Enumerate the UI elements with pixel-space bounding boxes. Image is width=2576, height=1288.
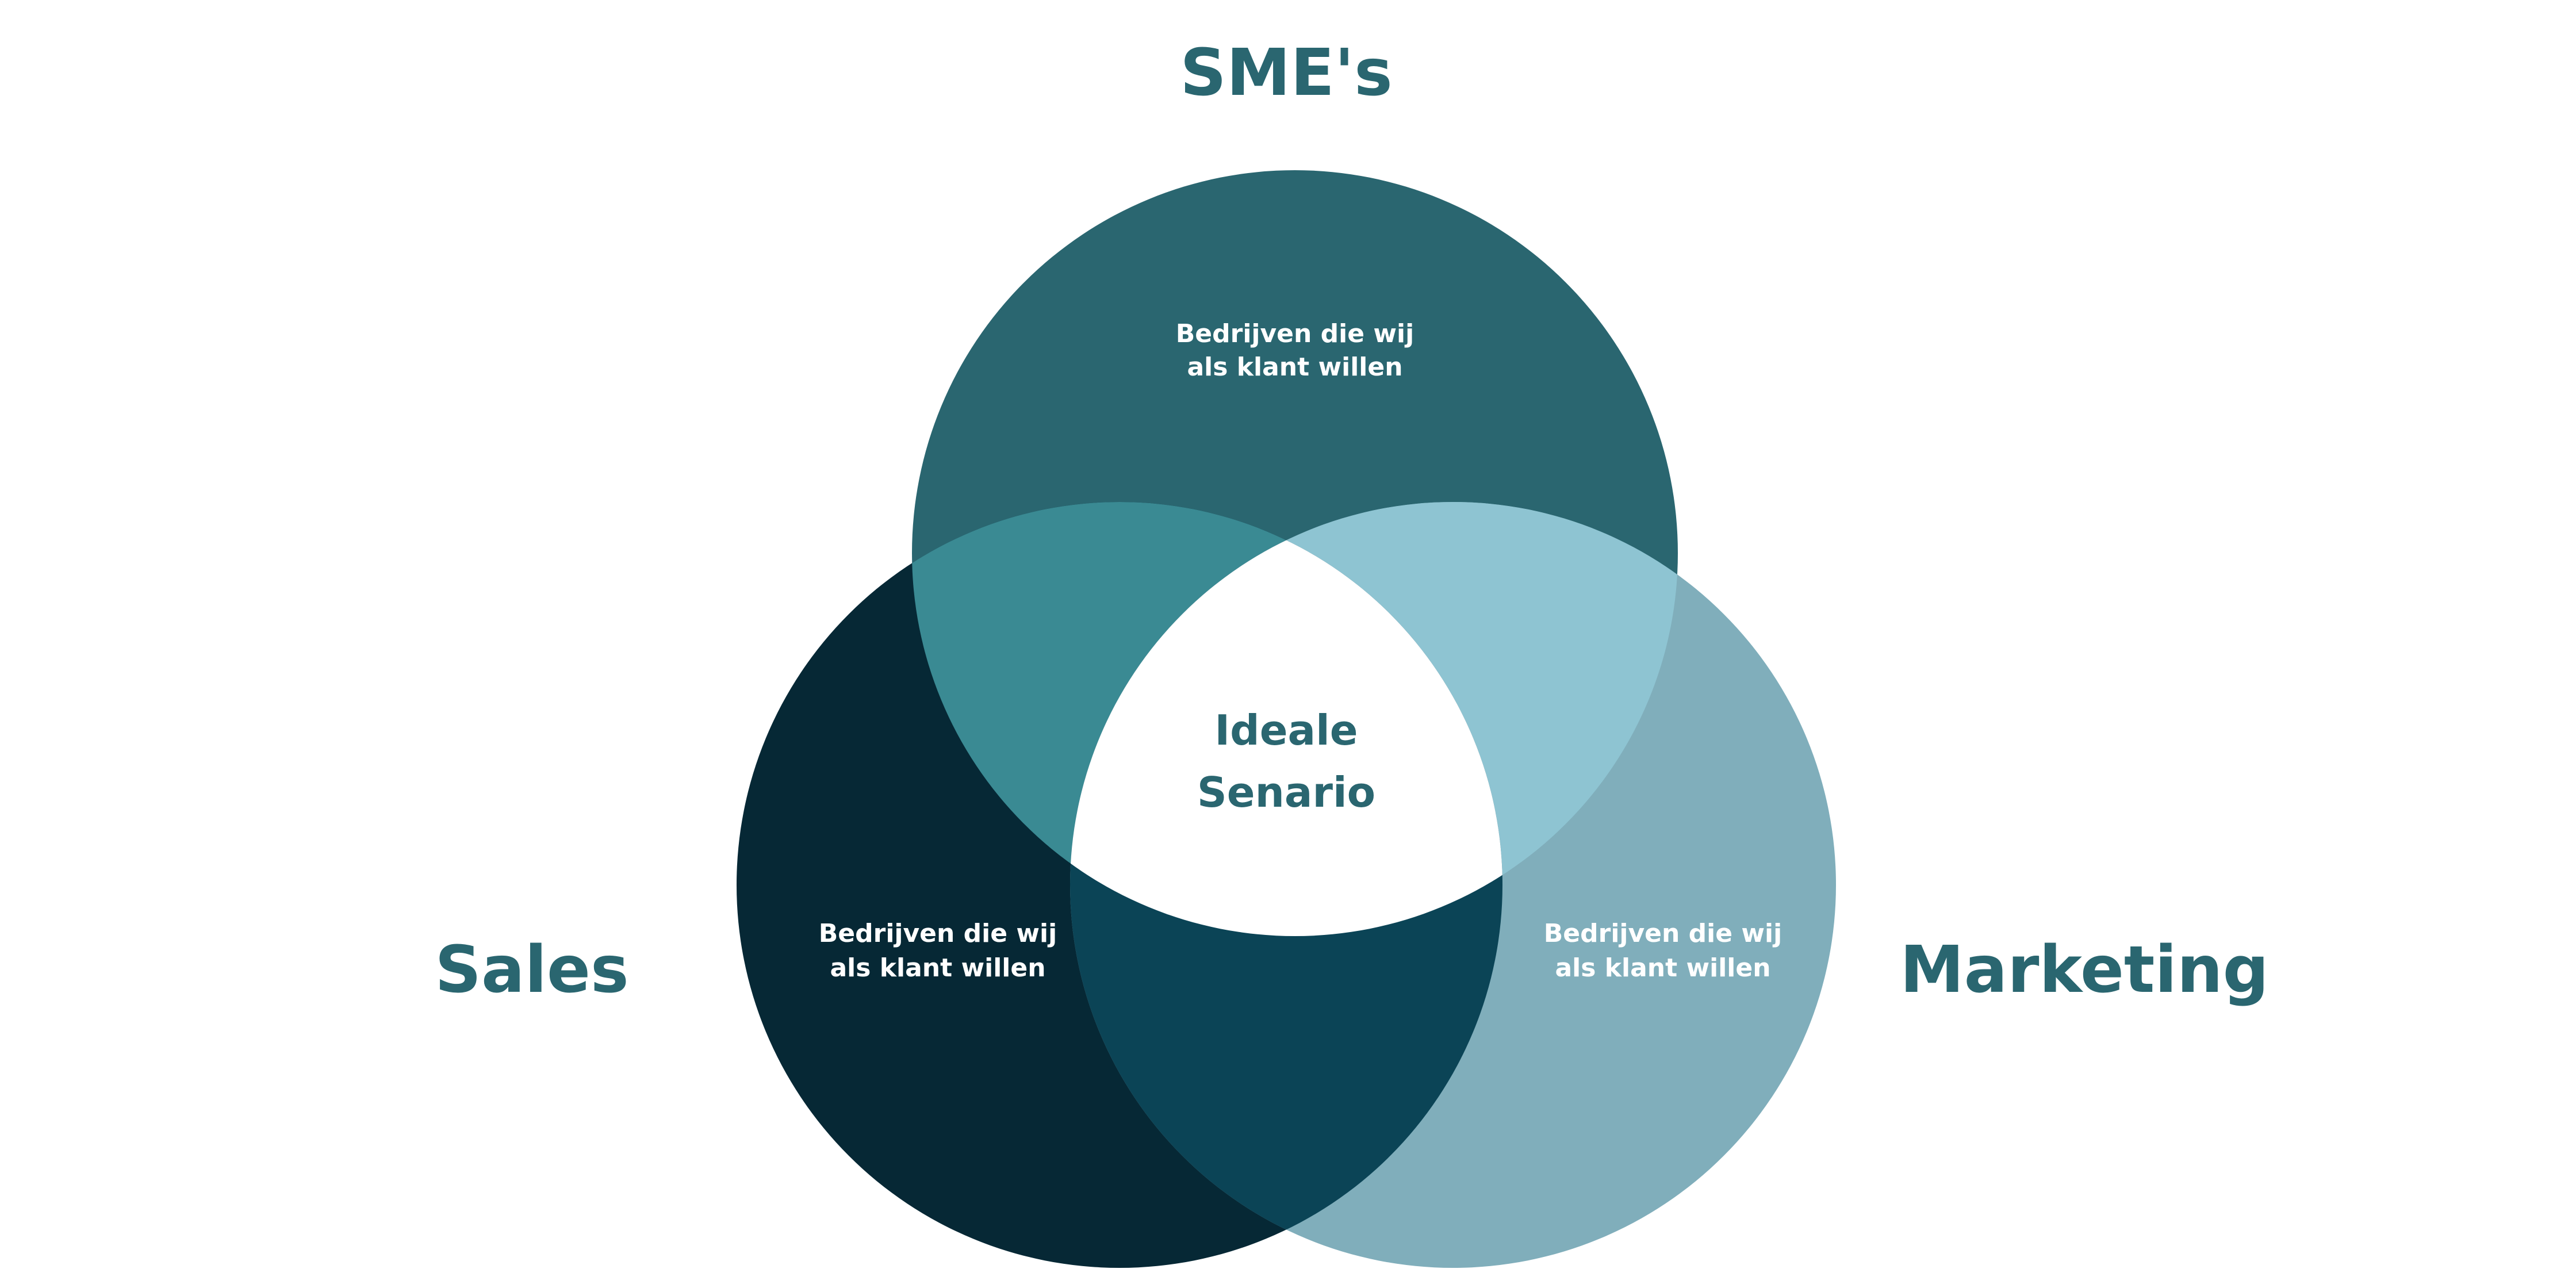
sales-label-line2: als klant willen xyxy=(830,953,1045,983)
marketing-label-line2: als klant willen xyxy=(1555,953,1770,983)
title-sme: SME's xyxy=(1180,36,1393,110)
sme-label-line1: Bedrijven die wij xyxy=(1176,319,1414,348)
sales-label-line1: Bedrijven die wij xyxy=(819,919,1057,948)
center-label-line2: Senario xyxy=(1197,768,1375,816)
intersection-center xyxy=(1070,502,1502,936)
sme-label-line2: als klant willen xyxy=(1187,352,1402,382)
title-marketing: Marketing xyxy=(1900,933,2269,1007)
marketing-label-line1: Bedrijven die wij xyxy=(1544,919,1782,948)
center-label-line1: Ideale xyxy=(1214,706,1358,754)
title-sales: Sales xyxy=(435,933,628,1007)
